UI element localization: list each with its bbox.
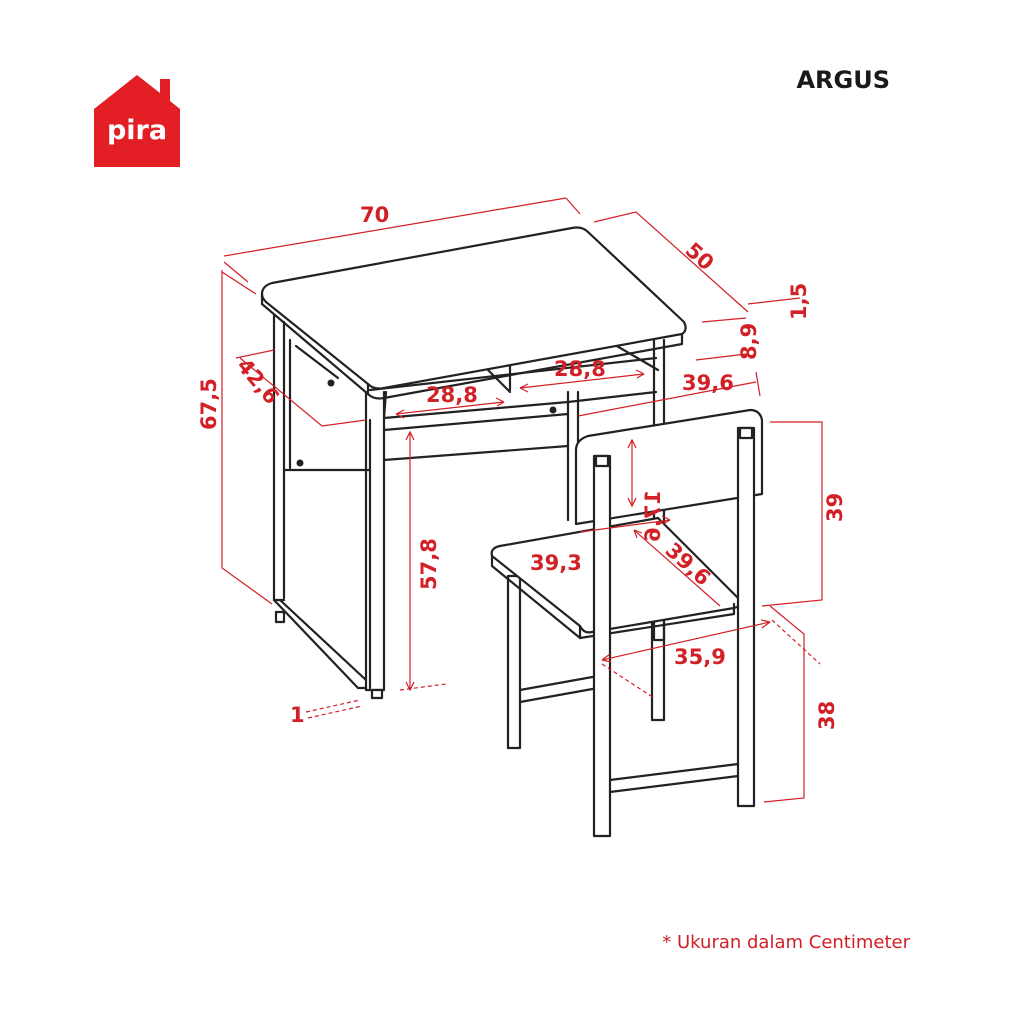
chair — [490, 408, 764, 838]
desk-front-left-leg — [364, 390, 386, 692]
label-desk-height: 67,5 — [197, 378, 221, 430]
label-apron-height: 8,9 — [737, 323, 761, 360]
label-chair-front-width: 35,9 — [674, 645, 726, 669]
label-shelf-left: 28,8 — [426, 383, 478, 407]
pira-logo: pira — [92, 73, 182, 169]
label-foot-height: 1 — [290, 703, 305, 727]
label-knee-height: 57,8 — [417, 538, 441, 590]
label-top-thickness: 1,5 — [787, 283, 811, 320]
product-name: ARGUS — [796, 66, 890, 94]
house-icon: pira — [94, 75, 180, 167]
label-chair-seat-width: 39,3 — [530, 551, 582, 575]
label-leg-clearance: 39,6 — [682, 371, 734, 395]
label-desk-width: 70 — [360, 203, 389, 227]
desk-top — [260, 226, 687, 390]
dimension-lines — [221, 197, 823, 803]
label-chair-back-height: 17,6 — [641, 490, 665, 542]
desk-left-frame — [272, 314, 368, 690]
label-side-depth: 42,6 — [232, 354, 284, 409]
logo-text: pira — [107, 115, 167, 146]
desk — [260, 226, 687, 700]
label-shelf-right: 28,8 — [554, 357, 606, 381]
dimension-labels: 70 50 1,5 8,9 67,5 42,6 28,8 28,8 39,6 5… — [197, 203, 847, 730]
label-desk-depth: 50 — [681, 238, 719, 275]
label-chair-seat-height: 38 — [815, 701, 839, 730]
chair-backrest — [574, 408, 764, 526]
units-note: * Ukuran dalam Centimeter — [662, 932, 910, 953]
label-chair-back-total: 39 — [823, 493, 847, 522]
